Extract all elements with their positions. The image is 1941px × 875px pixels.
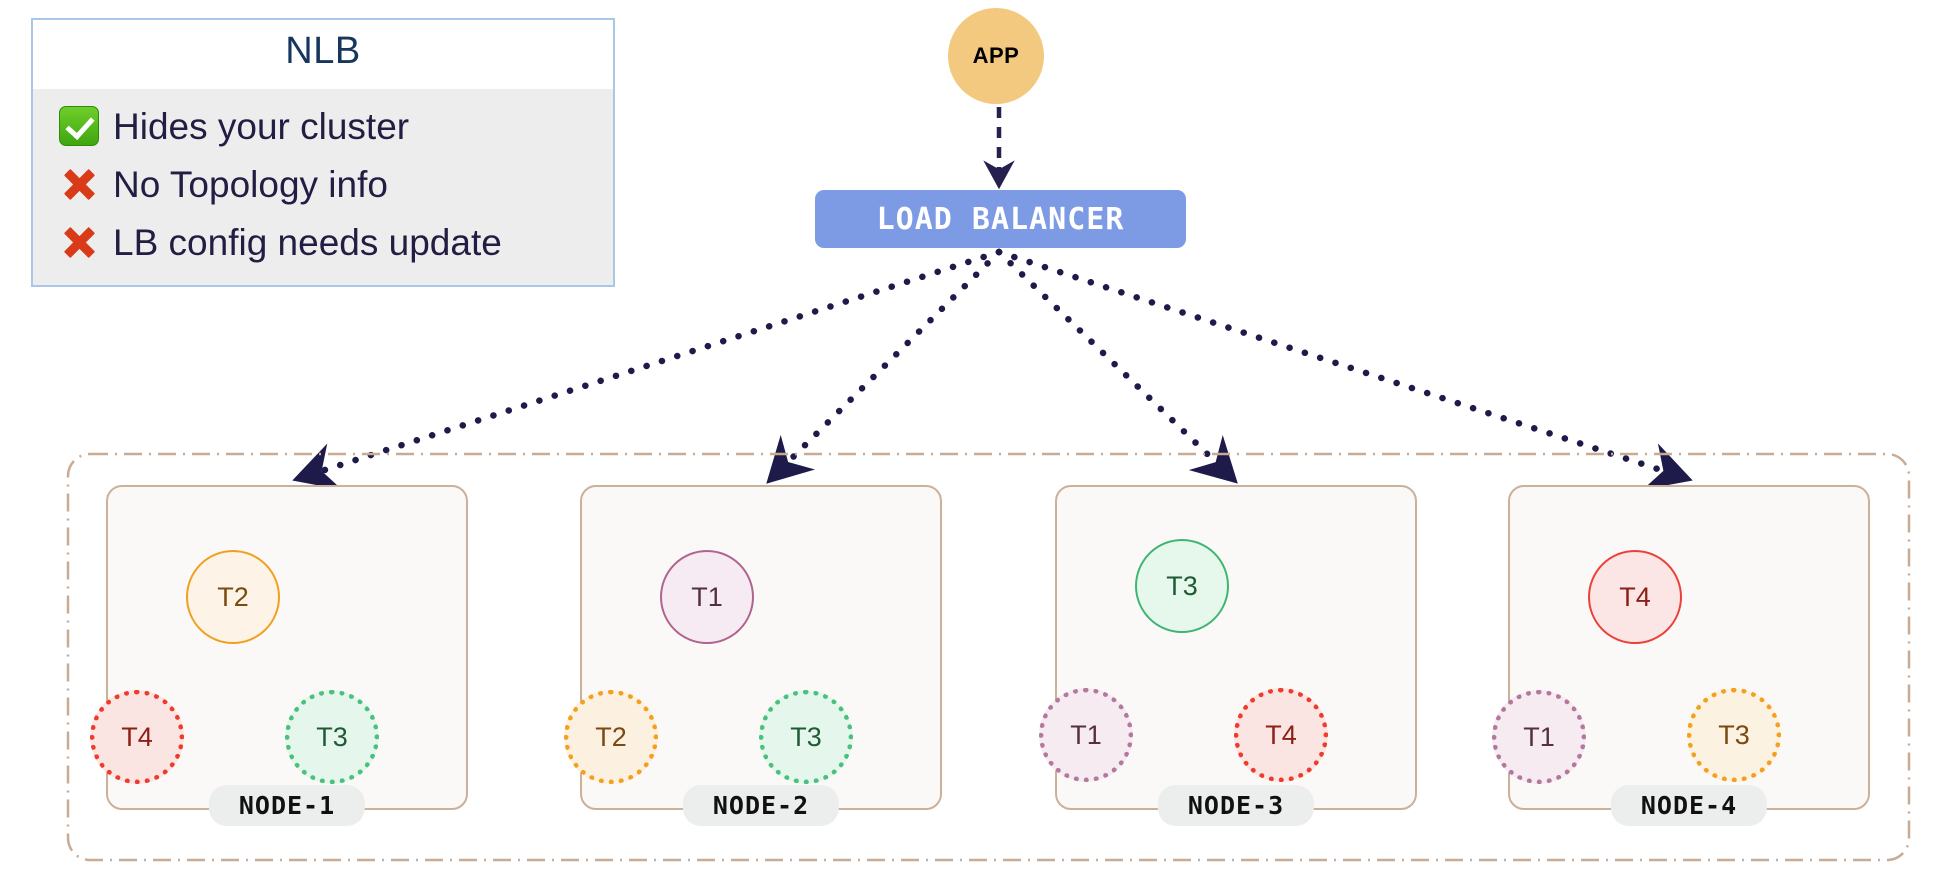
legend-row-label: Hides your cluster — [113, 105, 410, 147]
node-label: NODE-2 — [682, 785, 840, 826]
node-box: T1 T2 T3 NODE-2 — [564, 485, 942, 826]
legend-row-label: No Topology info — [113, 163, 388, 205]
task-circle: T4 — [90, 690, 184, 784]
connector-lb-to-node-2 — [766, 248, 1003, 484]
task-circle: T4 — [1234, 688, 1328, 782]
app-node: APP — [948, 8, 1044, 104]
task-circle: T3 — [1135, 539, 1229, 633]
task-label: T3 — [1718, 719, 1750, 750]
node-box: T4 T1 T3 NODE-4 — [1492, 485, 1870, 826]
connector-lb-to-node-3 — [995, 248, 1238, 484]
node-label: NODE-3 — [1157, 785, 1315, 826]
legend-row: Hides your cluster — [33, 97, 613, 155]
check-icon — [59, 106, 113, 146]
legend-body: Hides your cluster No Topology info LB c… — [33, 89, 613, 285]
node-label: NODE-1 — [208, 785, 366, 826]
node-box: T3 T1 T4 NODE-3 — [1039, 485, 1417, 826]
task-label: T4 — [121, 721, 153, 752]
task-label: T1 — [1523, 721, 1555, 752]
legend-row-label: LB config needs update — [113, 221, 502, 263]
task-circle: T2 — [186, 550, 280, 644]
task-label: T3 — [1166, 570, 1198, 601]
connector-lb-to-node-4 — [995, 248, 1693, 490]
legend-title: NLB — [33, 20, 613, 89]
node-label: NODE-4 — [1610, 785, 1768, 826]
cross-icon — [59, 222, 113, 262]
node-box: T2 T4 T3 NODE-1 — [90, 485, 468, 826]
nlb-legend-box: NLB Hides your cluster No Topology info … — [31, 18, 615, 287]
cross-icon — [59, 164, 113, 204]
task-circle: T1 — [1492, 690, 1586, 784]
legend-row: LB config needs update — [33, 213, 613, 271]
task-circle: T3 — [1687, 688, 1781, 782]
task-circle: T3 — [759, 690, 853, 784]
task-label: T1 — [1070, 719, 1102, 750]
cluster-boundary — [66, 452, 1911, 862]
task-circle: T2 — [564, 690, 658, 784]
task-label: T1 — [691, 581, 723, 612]
task-label: T3 — [790, 721, 822, 752]
load-balancer-node: LOAD BALANCER — [815, 190, 1186, 248]
task-label: T4 — [1265, 719, 1297, 750]
task-label: T2 — [217, 581, 249, 612]
task-circle: T4 — [1588, 550, 1682, 644]
task-label: T3 — [316, 721, 348, 752]
task-circle: T3 — [285, 690, 379, 784]
task-label: T2 — [595, 721, 627, 752]
legend-row: No Topology info — [33, 155, 613, 213]
task-circle: T1 — [1039, 688, 1133, 782]
task-circle: T1 — [660, 550, 754, 644]
task-label: T4 — [1619, 581, 1651, 612]
